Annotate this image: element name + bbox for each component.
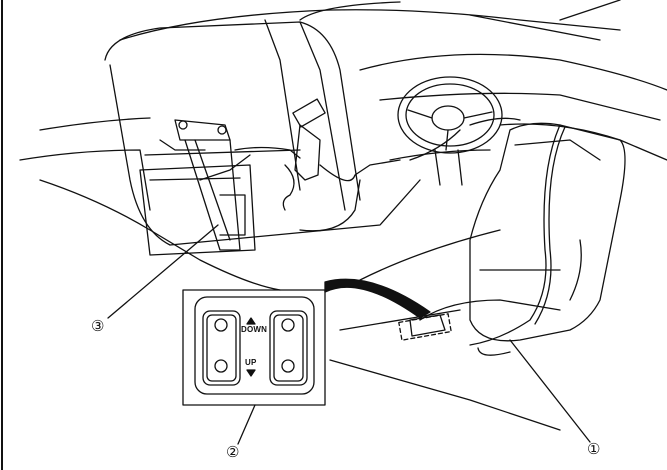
right-switch-up-button <box>281 359 295 373</box>
callout-1: ① <box>587 441 601 458</box>
window-switch <box>182 289 326 406</box>
down-arrow-icon <box>246 369 256 377</box>
window-regulator <box>159 119 251 251</box>
leader-lines <box>107 224 591 445</box>
window-motor <box>282 98 326 211</box>
callout-2: ② <box>226 444 240 461</box>
left-switch-down-button <box>214 318 228 332</box>
right-switch-down-button <box>281 318 295 332</box>
down-label: DOWN <box>241 325 268 334</box>
up-arrow-icon <box>246 317 256 325</box>
console-switch-location <box>398 313 452 341</box>
car-body-outline <box>19 0 667 431</box>
wiring-harness <box>234 117 582 356</box>
up-label: UP <box>245 358 257 367</box>
switch-pointer <box>324 278 431 319</box>
left-switch-up-button <box>214 359 228 373</box>
seat <box>419 122 626 342</box>
steering-wheel <box>397 76 503 186</box>
door-panel <box>139 164 256 256</box>
callout-3: ③ <box>91 318 105 335</box>
